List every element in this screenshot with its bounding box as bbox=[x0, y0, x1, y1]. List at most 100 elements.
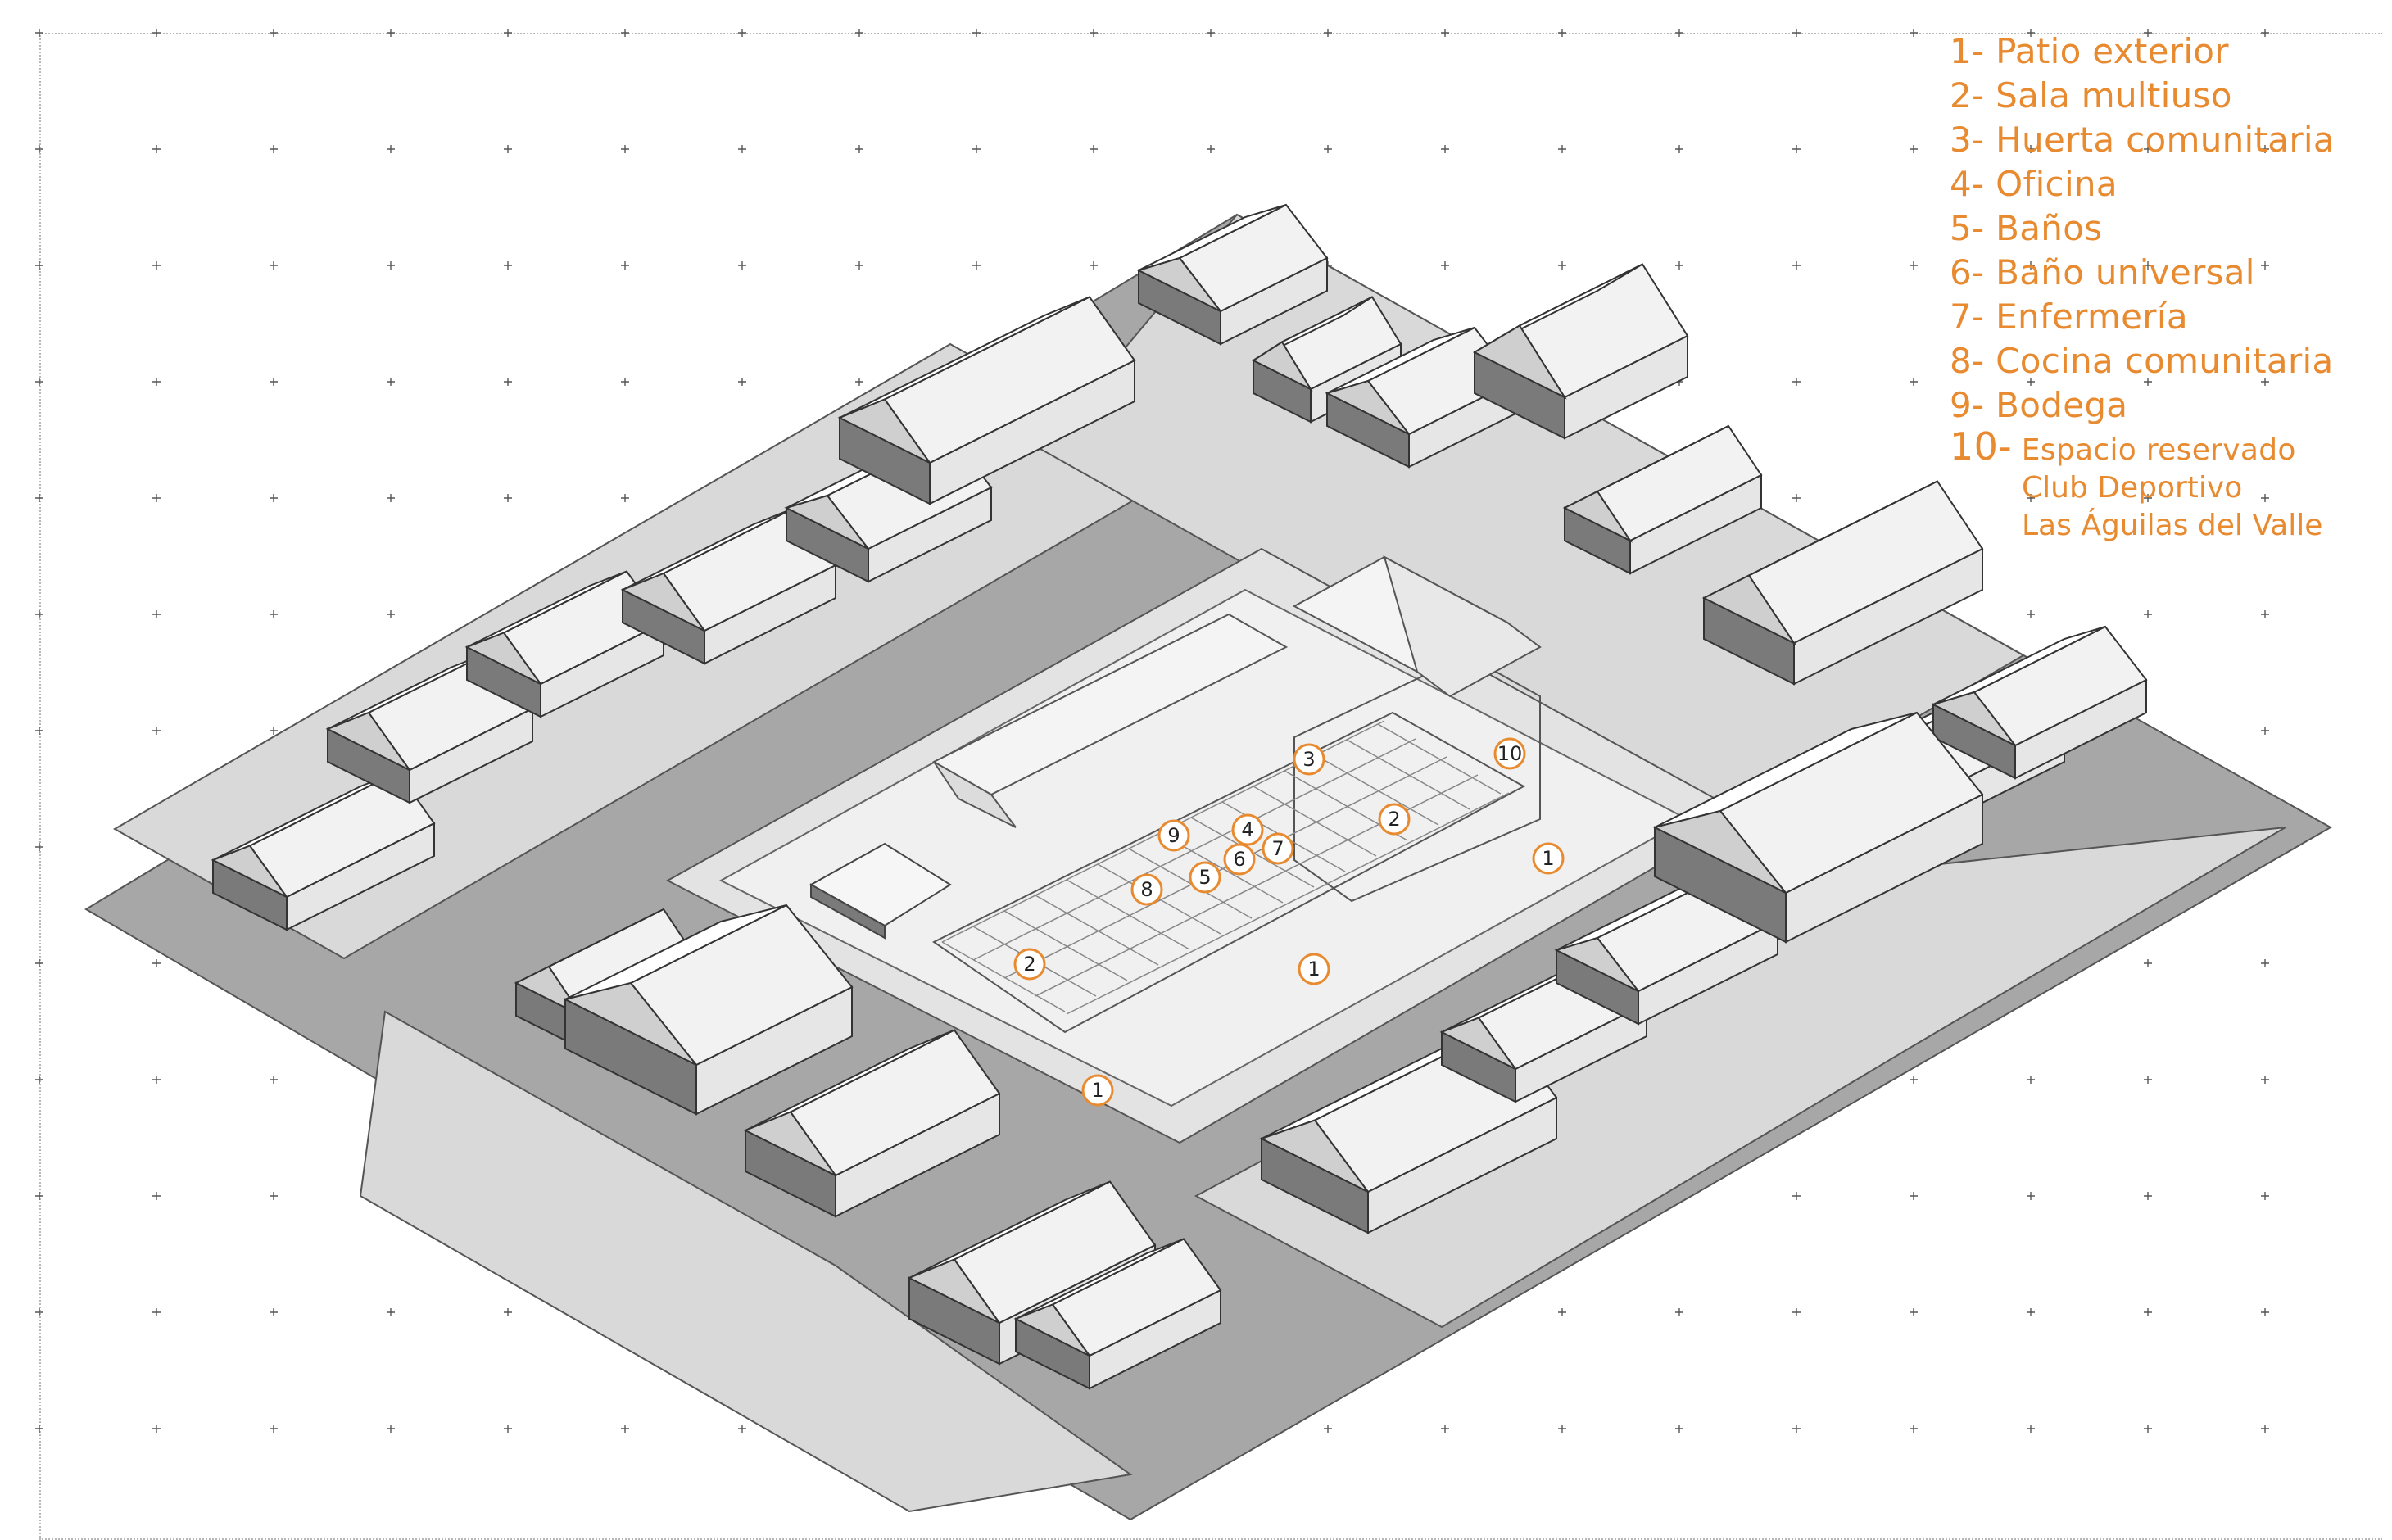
grid-cross bbox=[270, 261, 278, 270]
grid-cross bbox=[2261, 1308, 2269, 1316]
grid-cross bbox=[1792, 1424, 1801, 1433]
grid-cross bbox=[1441, 29, 1449, 37]
grid-cross bbox=[2144, 1308, 2152, 1316]
grid-cross bbox=[152, 1424, 161, 1433]
house-gable bbox=[907, 1258, 1000, 1324]
grid-cross bbox=[2144, 959, 2152, 967]
pergola-beam bbox=[1377, 723, 1502, 795]
block-south-west bbox=[359, 1010, 1133, 1513]
grid-cross bbox=[1558, 1308, 1566, 1316]
pergola-beam bbox=[1003, 756, 1447, 979]
space-marker-circle bbox=[1157, 819, 1190, 852]
grid-cross bbox=[2144, 1076, 2152, 1084]
house bbox=[1652, 711, 1984, 944]
grid-cross bbox=[35, 843, 43, 851]
grid-cross bbox=[2261, 378, 2269, 386]
grid-cross bbox=[270, 29, 278, 37]
grid-cross bbox=[2027, 1424, 2035, 1433]
house bbox=[837, 296, 1136, 505]
house bbox=[1013, 1238, 1222, 1390]
space-marker-label: 1 bbox=[1542, 847, 1554, 870]
legend-item: 10- Espacio reservado bbox=[1950, 424, 2296, 469]
grid-cross bbox=[2144, 378, 2152, 386]
grid-cross bbox=[270, 727, 278, 735]
house-gable bbox=[1251, 341, 1313, 392]
grid-cross bbox=[2144, 610, 2152, 618]
grid-cross bbox=[1558, 145, 1566, 153]
space-marker-label: 9 bbox=[1167, 824, 1180, 847]
legend-item: 3- Huerta comunitaria bbox=[1950, 120, 2335, 160]
space-marker-circle bbox=[1223, 843, 1256, 876]
grid-cross bbox=[35, 727, 43, 735]
legend-item: 2- Sala multiuso bbox=[1950, 75, 2232, 116]
space-marker: 7 bbox=[1262, 832, 1294, 865]
grid-cross bbox=[504, 378, 512, 386]
house-gable bbox=[563, 981, 697, 1066]
grid-cross bbox=[738, 1424, 746, 1433]
grid-cross bbox=[35, 959, 43, 967]
space-marker: 1 bbox=[1298, 953, 1330, 985]
grid-cross bbox=[2261, 494, 2269, 502]
neighbourhood-houses bbox=[211, 203, 2148, 1390]
pergola-beam bbox=[1346, 739, 1470, 810]
grid-cross bbox=[2027, 1308, 2035, 1316]
space-marker: 2 bbox=[1378, 803, 1411, 836]
grid-cross bbox=[1792, 378, 1801, 386]
legend-subline: Club Deportivo bbox=[2022, 471, 2243, 505]
grid-cross bbox=[972, 261, 981, 270]
space-marker-circle bbox=[1231, 813, 1264, 846]
grid-cross bbox=[504, 261, 512, 270]
space-marker: 8 bbox=[1130, 873, 1163, 906]
legend-item: 7- Enfermería bbox=[1950, 297, 2188, 337]
grid-cross bbox=[2144, 29, 2152, 37]
space-marker-label: 8 bbox=[1140, 878, 1153, 901]
grid-cross bbox=[2261, 1192, 2269, 1200]
grid-cross bbox=[855, 145, 863, 153]
space-marker-label: 1 bbox=[1091, 1079, 1103, 1102]
roof-west-gable bbox=[933, 761, 1017, 828]
space-marker-circle bbox=[1298, 953, 1330, 985]
grid-cross bbox=[387, 610, 395, 618]
grid-cross bbox=[270, 1308, 278, 1316]
space-marker: 2 bbox=[1013, 948, 1046, 981]
pergola-beam bbox=[941, 941, 1066, 1012]
space-marker: 6 bbox=[1223, 843, 1256, 876]
house bbox=[1259, 1025, 1558, 1234]
grid-cross bbox=[1675, 145, 1683, 153]
house bbox=[1136, 203, 1329, 346]
space-marker-label: 2 bbox=[1388, 808, 1400, 831]
grid-cross bbox=[855, 29, 863, 37]
grid-cross bbox=[2144, 1424, 2152, 1433]
house-gable bbox=[620, 572, 705, 632]
grid-cross bbox=[1558, 261, 1566, 270]
grid-cross bbox=[152, 145, 161, 153]
grid-cross bbox=[152, 959, 161, 967]
grid-cross bbox=[2261, 145, 2269, 153]
legend-item: 8- Cocina comunitaria bbox=[1950, 341, 2334, 381]
grid-cross bbox=[2261, 261, 2269, 270]
grid-cross bbox=[1441, 261, 1449, 270]
grid-cross bbox=[35, 378, 43, 386]
grid-cross bbox=[1207, 29, 1215, 37]
legend-item: 6- Baño universal bbox=[1950, 252, 2255, 292]
house-gable bbox=[1013, 1303, 1090, 1357]
grid-cross bbox=[1792, 1308, 1801, 1316]
grid-cross bbox=[35, 610, 43, 618]
grid-cross bbox=[1792, 145, 1801, 153]
house-gable bbox=[1931, 691, 2016, 746]
grid-cross bbox=[1090, 261, 1098, 270]
grid-cross bbox=[1675, 261, 1683, 270]
house bbox=[743, 1029, 1001, 1218]
grid-cross bbox=[2027, 1076, 2035, 1084]
grid-cross bbox=[35, 1424, 43, 1433]
grid-cross bbox=[1910, 1308, 1918, 1316]
legend-item: 9- Bodega bbox=[1950, 385, 2128, 425]
grid-cross bbox=[504, 145, 512, 153]
grid-cross bbox=[387, 1424, 395, 1433]
space-marker-circle bbox=[1189, 861, 1221, 894]
grid-cross bbox=[152, 1308, 161, 1316]
space-marker: 3 bbox=[1293, 743, 1325, 776]
roof-east-hip bbox=[1383, 555, 1542, 698]
grid-cross bbox=[621, 145, 629, 153]
